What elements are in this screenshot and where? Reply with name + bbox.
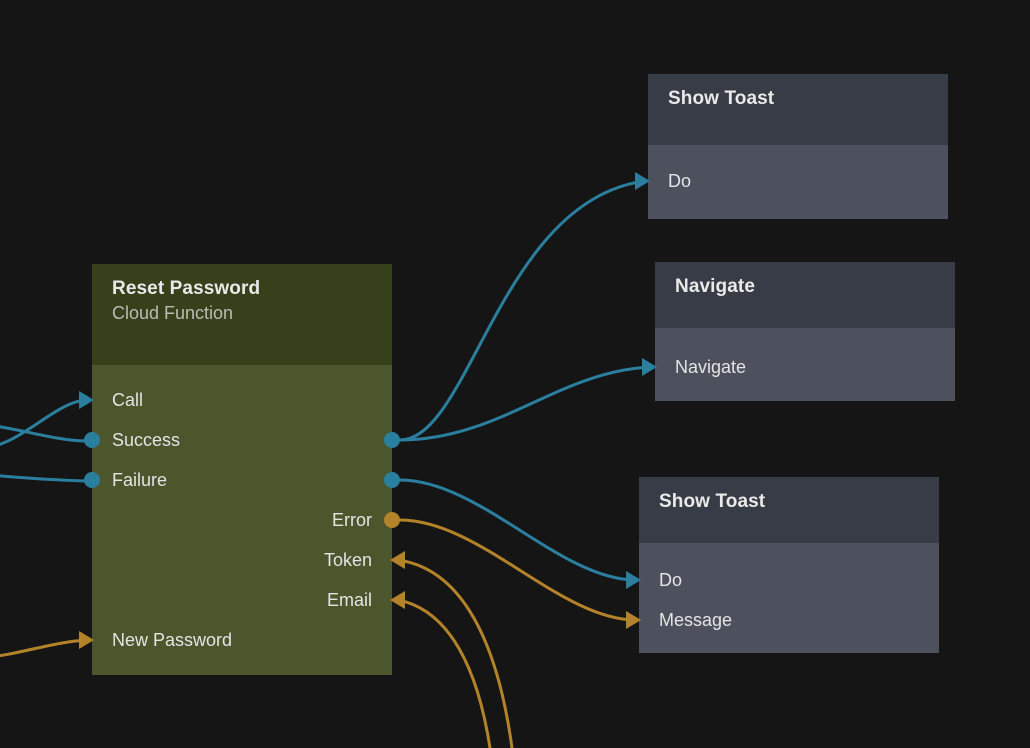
node-body-navigate: Navigate	[655, 328, 955, 401]
edge-email-from-offscreen[interactable]	[396, 598, 492, 748]
port-arrow-do[interactable]	[626, 571, 641, 589]
port-dot-error[interactable]	[384, 512, 400, 528]
edge-incoming-call[interactable]	[0, 398, 90, 448]
port-label-navigate[interactable]: Navigate	[675, 356, 747, 377]
port-label-message[interactable]: Message	[659, 609, 733, 630]
edge-success-to-navigate[interactable]	[398, 365, 654, 442]
edge-token-from-offscreen[interactable]	[396, 558, 514, 748]
port-label-token[interactable]: Token	[323, 549, 372, 570]
node-subtitle: Cloud Function	[112, 303, 234, 323]
port-label-error[interactable]: Error	[332, 509, 372, 530]
node-header-show-toast-bottom[interactable]: Show Toast	[639, 477, 939, 543]
node-title: Navigate	[675, 276, 756, 297]
port-arrow-call[interactable]	[79, 391, 94, 409]
port-arrow-token[interactable]	[390, 551, 405, 569]
edge-failure-to-toast2-do[interactable]	[398, 478, 638, 582]
edge-incoming-failure[interactable]	[0, 474, 88, 483]
port-label-failure[interactable]: Failure	[112, 469, 168, 490]
port-dot-success[interactable]	[84, 432, 100, 448]
port-arrow-new-password[interactable]	[79, 631, 94, 649]
port-dot-right-440[interactable]	[384, 432, 400, 448]
port-arrow-navigate[interactable]	[642, 358, 657, 376]
port-label-do[interactable]: Do	[659, 569, 683, 590]
port-arrow-do[interactable]	[635, 172, 650, 190]
edge-incoming-new-password[interactable]	[0, 638, 90, 658]
node-title: Show Toast	[668, 88, 775, 109]
port-label-new-password[interactable]: New Password	[112, 629, 233, 650]
port-dot-right-480[interactable]	[384, 472, 400, 488]
edge-error-to-toast2-message[interactable]	[398, 518, 638, 622]
port-label-email[interactable]: Email	[326, 589, 372, 610]
port-arrow-message[interactable]	[626, 611, 641, 629]
port-label-do[interactable]: Do	[668, 170, 692, 191]
node-header-show-toast-top[interactable]: Show Toast	[648, 74, 948, 145]
node-body-show-toast-top: Do	[648, 145, 948, 219]
node-header-navigate[interactable]: Navigate	[655, 262, 955, 328]
port-arrow-email[interactable]	[390, 591, 405, 609]
node-title: Reset Password	[112, 278, 261, 299]
port-label-success[interactable]: Success	[112, 429, 181, 450]
edge-incoming-success[interactable]	[0, 424, 88, 443]
edge-success-to-toast-do[interactable]	[398, 179, 647, 442]
port-dot-failure[interactable]	[84, 472, 100, 488]
node-title: Show Toast	[659, 491, 766, 512]
port-label-call[interactable]: Call	[112, 389, 144, 410]
